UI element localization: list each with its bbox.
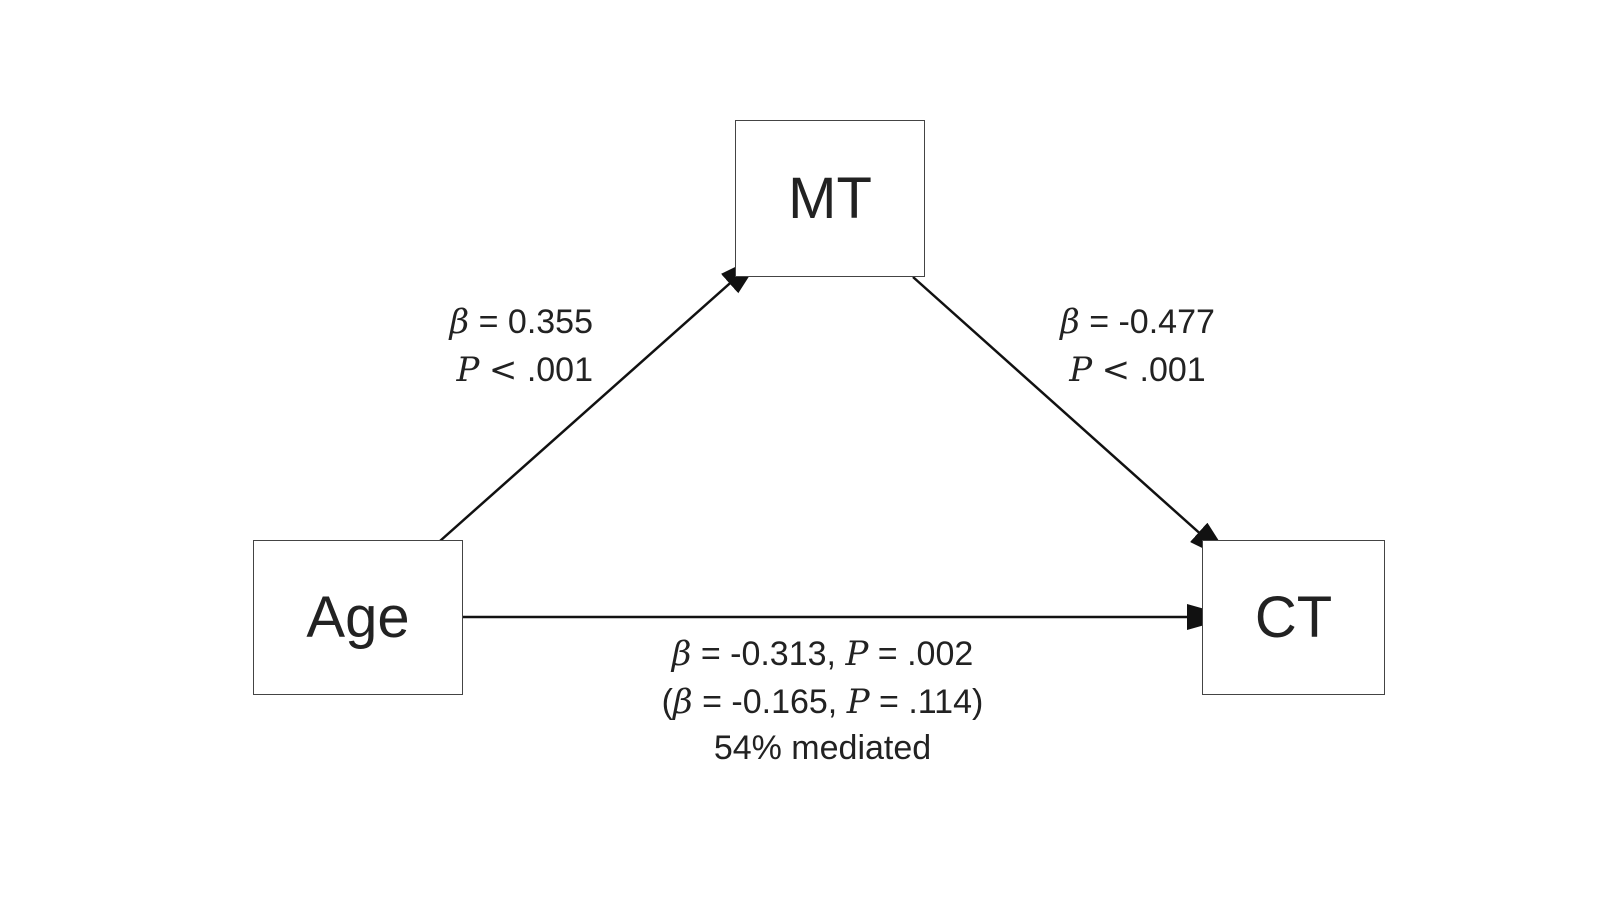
beta-symbol: β bbox=[672, 682, 693, 722]
beta-symbol: β bbox=[671, 634, 692, 674]
p-symbol: P bbox=[1069, 350, 1093, 390]
arrow-mt-to-ct bbox=[912, 276, 1234, 564]
path-b-beta: β = -0.477 bbox=[1050, 298, 1225, 346]
beta-symbol: β bbox=[449, 302, 470, 342]
node-predictor-label: Age bbox=[306, 585, 410, 650]
p-symbol: P bbox=[845, 634, 869, 674]
path-a-beta-value: = 0.355 bbox=[478, 303, 593, 341]
less-than-symbol: < bbox=[1101, 350, 1131, 390]
path-a-beta: β = 0.355 bbox=[433, 298, 594, 346]
path-b-p: P < .001 bbox=[1050, 346, 1225, 394]
path-c-label: β = -0.313, P = .002 (β = -0.165, P = .1… bbox=[540, 630, 1105, 770]
open-paren: ( bbox=[661, 683, 673, 721]
path-c-direct-beta-value: = -0.165, bbox=[702, 683, 838, 721]
node-mediator-label: MT bbox=[788, 166, 872, 231]
less-than-symbol: < bbox=[488, 350, 518, 390]
path-a-label: β = 0.355 P < .001 bbox=[433, 298, 594, 394]
p-symbol: P bbox=[846, 682, 870, 722]
node-mediator-box: MT bbox=[735, 120, 925, 277]
path-b-beta-value: = -0.477 bbox=[1089, 303, 1215, 341]
path-c-direct-p-value: = .114) bbox=[879, 683, 984, 721]
path-b-p-value: .001 bbox=[1139, 351, 1206, 389]
path-c-total-effect: β = -0.313, P = .002 bbox=[540, 630, 1105, 678]
mediation-percentage: 54% mediated bbox=[713, 729, 932, 767]
node-outcome-label: CT bbox=[1254, 585, 1333, 650]
path-a-p: P < .001 bbox=[433, 346, 593, 394]
beta-symbol: β bbox=[1060, 302, 1080, 342]
path-c-direct-effect: (β = -0.165, P = .114) bbox=[540, 678, 1105, 726]
path-b-label: β = -0.477 P < .001 bbox=[1050, 298, 1225, 394]
path-c-total-p-value: = .002 bbox=[877, 635, 974, 673]
arrow-age-to-mt bbox=[439, 252, 765, 542]
node-outcome-box: CT bbox=[1202, 540, 1385, 695]
node-predictor-box: Age bbox=[253, 540, 463, 695]
path-a-p-value: .001 bbox=[526, 351, 593, 389]
p-symbol: P bbox=[456, 350, 480, 390]
path-c-total-beta-value: = -0.313, bbox=[700, 635, 836, 673]
